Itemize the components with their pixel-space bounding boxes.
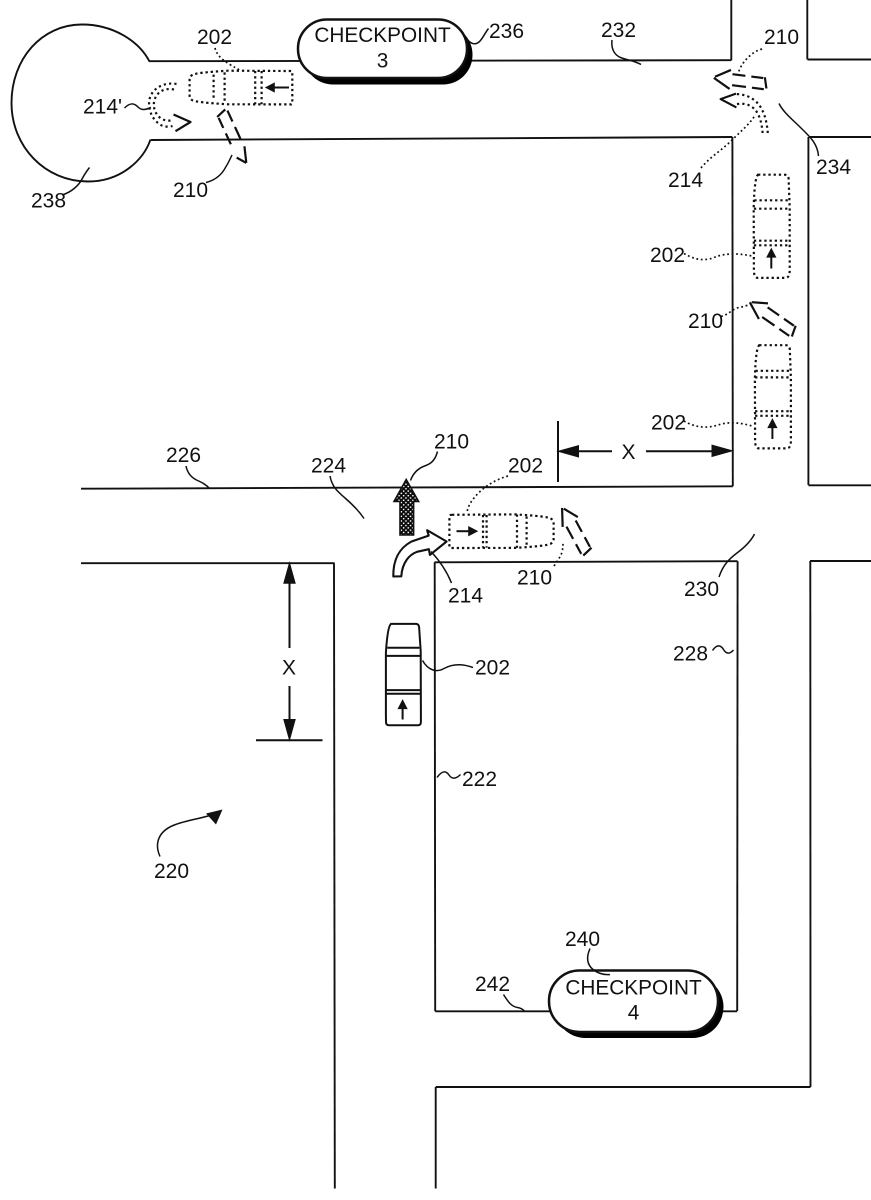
svg-text:230: 230 [684, 578, 719, 601]
svg-text:210: 210 [434, 431, 469, 454]
svg-text:202: 202 [197, 26, 232, 49]
svg-text:214': 214' [83, 96, 122, 119]
svg-text:228: 228 [673, 643, 708, 666]
svg-text:242: 242 [475, 973, 510, 996]
svg-text:234: 234 [816, 156, 851, 179]
svg-text:214: 214 [448, 585, 483, 608]
svg-text:X: X [622, 441, 636, 464]
svg-text:240: 240 [565, 928, 600, 951]
svg-text:210: 210 [517, 567, 552, 590]
svg-text:210: 210 [764, 26, 799, 49]
svg-text:202: 202 [650, 244, 685, 267]
svg-text:CHECKPOINT: CHECKPOINT [565, 977, 702, 1000]
svg-text:CHECKPOINT: CHECKPOINT [314, 24, 451, 47]
svg-text:202: 202 [475, 657, 510, 680]
svg-text:3: 3 [377, 49, 389, 72]
svg-text:214: 214 [668, 169, 703, 192]
svg-text:224: 224 [311, 455, 346, 478]
svg-text:226: 226 [166, 444, 201, 467]
svg-text:4: 4 [628, 1002, 640, 1025]
svg-text:232: 232 [601, 19, 636, 42]
svg-text:202: 202 [651, 412, 686, 435]
svg-text:X: X [282, 657, 296, 680]
svg-text:222: 222 [462, 768, 497, 791]
svg-text:210: 210 [688, 310, 723, 333]
svg-text:220: 220 [154, 860, 189, 883]
svg-text:202: 202 [508, 455, 543, 478]
svg-text:238: 238 [31, 190, 66, 213]
svg-text:236: 236 [489, 20, 524, 43]
svg-text:210: 210 [173, 179, 208, 202]
